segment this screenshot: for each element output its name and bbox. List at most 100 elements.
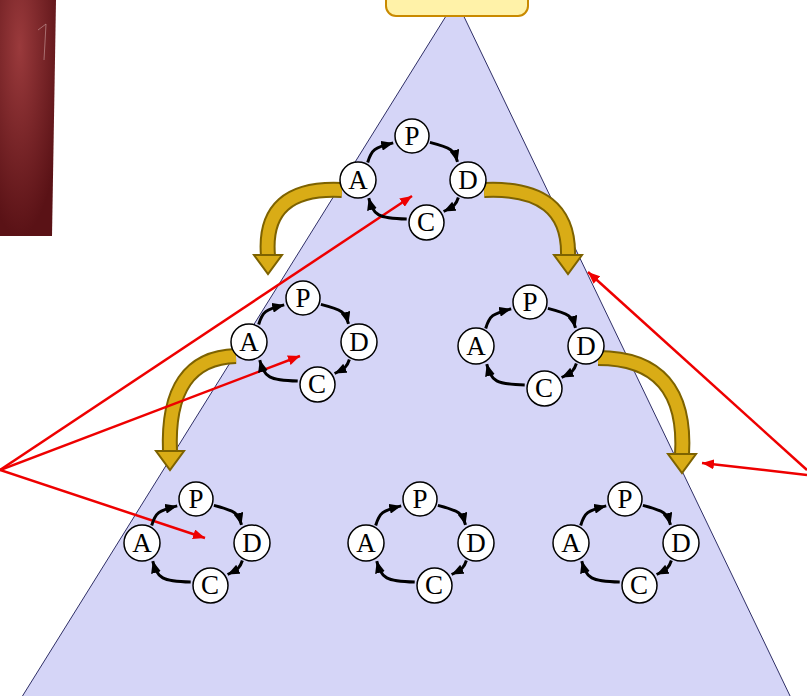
cycle-step-circle: P <box>394 118 430 154</box>
cycle-step-circle: C <box>526 370 563 407</box>
step-letter: P <box>412 486 427 513</box>
photo-fragment <box>0 0 56 236</box>
circle-shape <box>403 482 437 516</box>
arrow-body-outline <box>170 356 236 452</box>
cycle-step-circle: D <box>233 524 271 562</box>
arrow-head <box>554 255 582 274</box>
cycle-arrow <box>444 198 459 212</box>
arrow-head <box>668 454 696 473</box>
cycle-arrow <box>152 506 178 526</box>
cycle-step-circle: D <box>567 327 605 365</box>
cycle-step-circle: P <box>512 284 548 320</box>
circle-shape <box>458 525 494 561</box>
cycle-step-circle: C <box>416 567 453 604</box>
cycle-step-circle: D <box>457 524 495 562</box>
step-letter: D <box>349 329 369 356</box>
cycle-step-circle: C <box>299 366 336 403</box>
circle-shape <box>179 482 213 516</box>
cycle-arrow <box>643 505 671 524</box>
cycle-step-circle: P <box>285 280 321 316</box>
cycle-arrow <box>376 506 402 526</box>
step-letter: D <box>466 530 486 557</box>
cycle-step-circle: P <box>402 481 438 517</box>
arrow-body <box>268 190 342 256</box>
cycle-step-circle: P <box>607 481 643 517</box>
arrow-head <box>156 451 184 470</box>
cycle-step-circle: A <box>339 161 377 199</box>
escalation-arrow <box>254 190 342 274</box>
circle-shape <box>527 371 562 406</box>
circle-shape <box>286 281 320 315</box>
circle-shape <box>348 525 384 561</box>
step-letter: P <box>404 123 419 150</box>
circle-shape <box>231 324 267 360</box>
pyramid-triangle <box>20 0 792 696</box>
cycle-arrow <box>487 364 525 385</box>
circle-shape <box>568 328 604 364</box>
cycle-step-circle: D <box>340 323 378 361</box>
pointer-line <box>0 356 300 470</box>
circle-shape <box>193 568 228 603</box>
cycle-arrow <box>321 304 349 323</box>
step-letter: P <box>522 289 537 316</box>
cycle-step-circle: D <box>449 161 487 199</box>
cycle-step-circle: A <box>457 327 495 365</box>
arrow-body-outline <box>598 358 682 455</box>
arrow-body-outline <box>268 190 342 256</box>
escalation-arrow <box>156 356 236 470</box>
cycle-arrow <box>581 506 607 526</box>
arrow-body <box>598 358 682 455</box>
circle-shape <box>340 162 376 198</box>
circle-shape <box>458 328 494 364</box>
cycle-arrow <box>438 505 466 524</box>
step-letter: A <box>132 530 152 557</box>
cycle-arrow <box>335 360 350 374</box>
step-letter: A <box>239 329 259 356</box>
step-letter: C <box>201 572 219 599</box>
circle-shape <box>608 482 642 516</box>
circle-shape <box>622 568 657 603</box>
circle-shape <box>513 285 547 319</box>
cycle-arrow <box>377 561 415 582</box>
cycle-arrow <box>486 309 512 329</box>
cycle-step-circle: D <box>662 524 700 562</box>
cycle-step-circle: C <box>621 567 658 604</box>
step-letter: C <box>417 209 435 236</box>
step-letter: A <box>348 167 368 194</box>
cycle-arrow <box>562 364 577 378</box>
title-box <box>386 0 528 16</box>
circle-shape <box>341 324 377 360</box>
step-letter: D <box>242 530 262 557</box>
cycle-step-circle: A <box>347 524 385 562</box>
cycle-step-circle: A <box>123 524 161 562</box>
pointer-line <box>0 196 412 470</box>
cycle-step-circle: A <box>230 323 268 361</box>
circle-shape <box>450 162 486 198</box>
photo-detail <box>38 24 46 60</box>
cycle-arrow <box>548 308 576 327</box>
cycle-step-circle: C <box>192 567 229 604</box>
circle-shape <box>663 525 699 561</box>
cycle-arrow <box>228 561 243 575</box>
step-letter: P <box>617 486 632 513</box>
step-letter: C <box>425 572 443 599</box>
circle-shape <box>553 525 589 561</box>
cycle-arrow <box>657 561 672 575</box>
circle-shape <box>234 525 270 561</box>
cycle-arrow <box>368 143 394 163</box>
step-letter: A <box>466 333 486 360</box>
cycle-arrow <box>260 360 298 381</box>
cycle-step-circle: A <box>552 524 590 562</box>
circle-shape <box>300 367 335 402</box>
step-letter: D <box>458 167 478 194</box>
cycle-arrow <box>153 561 191 582</box>
pointer-line <box>588 272 807 470</box>
cycle-step-circle: C <box>408 204 445 241</box>
arrow-head <box>254 255 282 274</box>
circle-shape <box>124 525 160 561</box>
step-letter: P <box>188 486 203 513</box>
